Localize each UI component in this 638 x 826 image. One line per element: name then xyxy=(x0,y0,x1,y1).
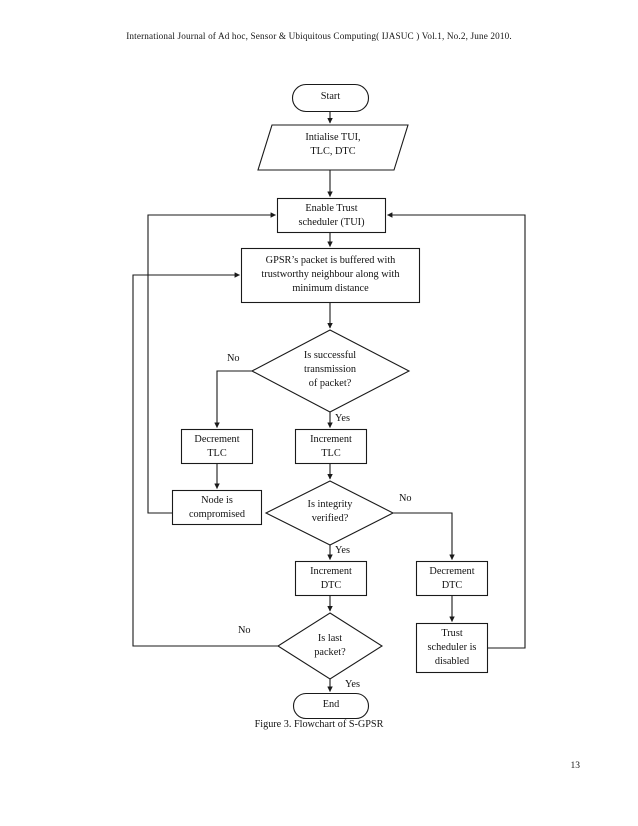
edge-lastpacket-no-to-gpsr xyxy=(132,272,278,647)
edge-integrity-no-to-dec-dtc xyxy=(393,512,455,561)
node-end-shape xyxy=(292,692,370,720)
edge-disabled-to-enable xyxy=(386,212,526,649)
node-integrity-shape xyxy=(264,480,395,546)
edge-success-no-to-dec-tlc xyxy=(214,370,252,429)
node-compromised-shape xyxy=(171,489,263,526)
node-enable-shape xyxy=(276,197,387,234)
edge-compromised-to-enable xyxy=(147,212,277,514)
edge-label-integrity-yes: Yes xyxy=(335,545,350,556)
node-dec-dtc-shape xyxy=(415,560,489,597)
node-init-shape xyxy=(257,124,409,171)
node-lastpacket-shape xyxy=(276,612,384,680)
node-inc-dtc-shape xyxy=(294,560,368,597)
node-dec-tlc-shape xyxy=(180,428,254,465)
journal-running-header: International Journal of Ad hoc, Sensor … xyxy=(126,31,512,41)
node-gpsr-shape xyxy=(240,247,421,304)
figure-caption: Figure 3. Flowchart of S-GPSR xyxy=(254,719,384,730)
edge-label-integrity-no: No xyxy=(399,493,412,504)
node-inc-tlc-shape xyxy=(294,428,368,465)
edge-label-success-no: No xyxy=(227,353,240,364)
edge-label-success-yes: Yes xyxy=(335,413,350,424)
edge-label-lastpacket-yes: Yes xyxy=(345,679,360,690)
node-start-shape xyxy=(291,83,370,113)
page-number: 13 xyxy=(570,761,581,771)
node-disabled-shape xyxy=(415,622,489,674)
edge-label-lastpacket-no: No xyxy=(238,625,251,636)
node-success-shape xyxy=(250,329,411,413)
